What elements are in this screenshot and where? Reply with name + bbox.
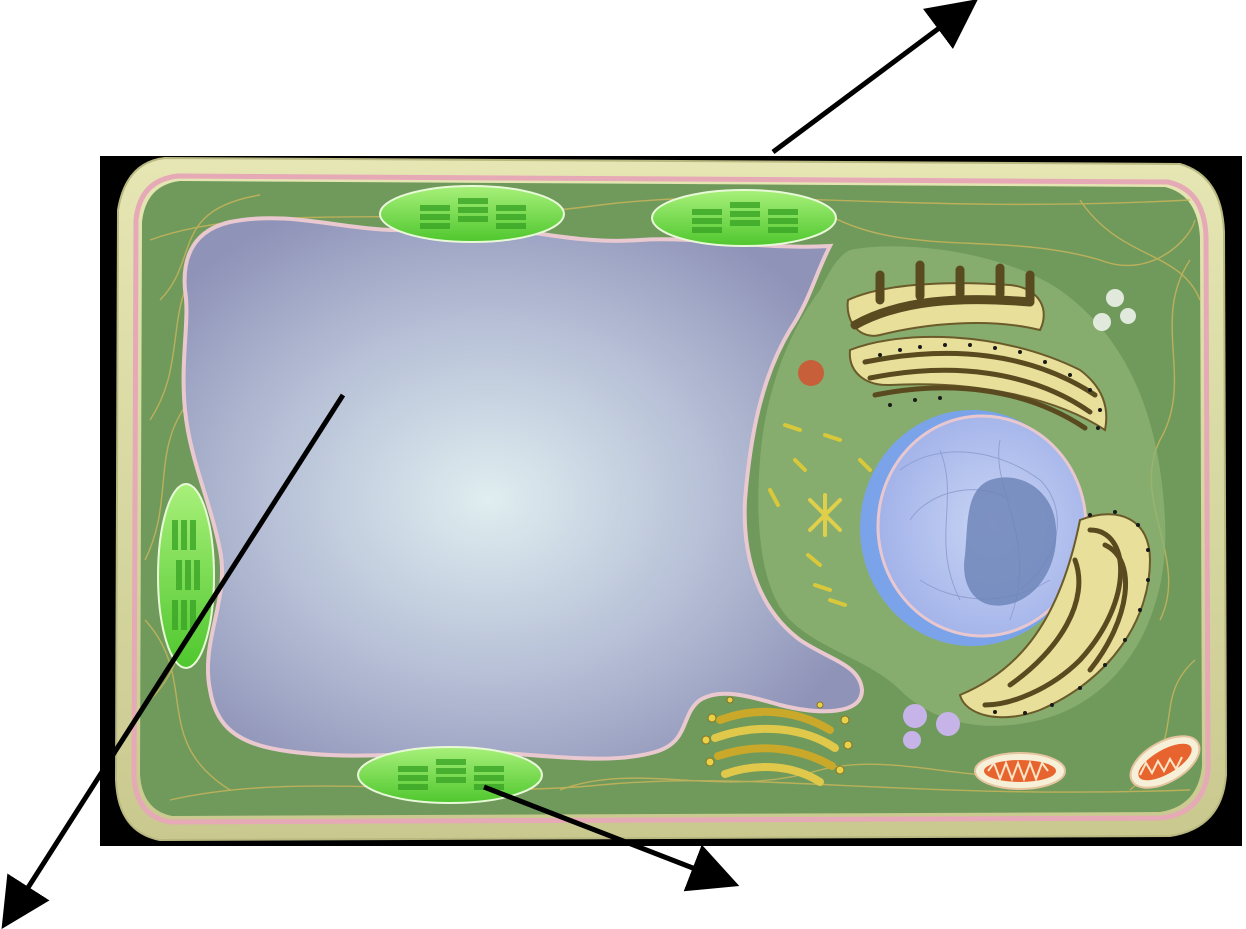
chloroplast-bottom <box>358 747 542 803</box>
arrow-cell-wall <box>773 14 958 152</box>
chloroplast-top-left <box>380 186 564 242</box>
mitochondrion-1 <box>975 753 1065 789</box>
peroxisome <box>798 360 824 386</box>
chloroplast-top-right <box>652 190 836 246</box>
